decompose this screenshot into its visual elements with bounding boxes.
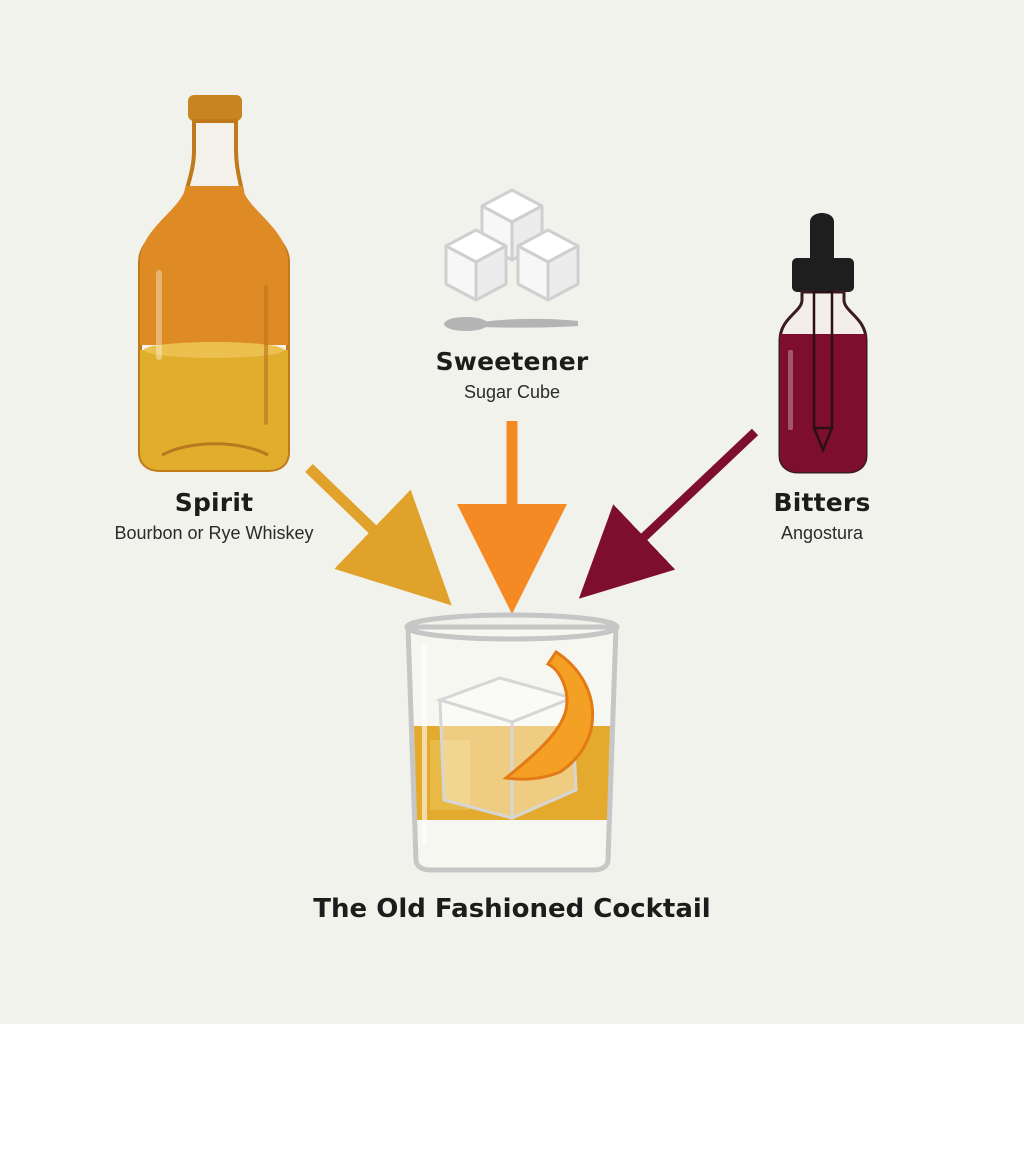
- sweetener-label: Sweetener Sugar Cube: [362, 347, 662, 403]
- spoon-icon: [444, 317, 578, 331]
- spirit-label: Spirit Bourbon or Rye Whiskey: [64, 488, 364, 544]
- cocktail-title: The Old Fashioned Cocktail: [313, 894, 711, 924]
- rocks-glass-icon: [404, 612, 620, 873]
- bitters-title: Bitters: [773, 488, 871, 517]
- diagram-illustration: [138, 95, 868, 873]
- spirit-subtitle: Bourbon or Rye Whiskey: [114, 523, 314, 543]
- sweetener-subtitle: Sugar Cube: [463, 382, 561, 402]
- arrow-spirit-to-glass: [305, 464, 452, 606]
- whiskey-bottle-icon: [138, 95, 290, 472]
- spirit-title: Spirit: [174, 488, 254, 517]
- diagram-canvas: Spirit Bourbon or Rye Whiskey Sweetener …: [0, 0, 1024, 1024]
- sweetener-title: Sweetener: [435, 347, 589, 376]
- arrow-bitters-to-glass: [578, 428, 759, 599]
- sugar-cubes-icon: [444, 188, 580, 302]
- bitters-dropper-bottle-icon: [778, 213, 868, 474]
- orange-peel-icon: [502, 649, 594, 781]
- bitters-label: Bitters Angostura: [672, 488, 972, 544]
- bitters-subtitle: Angostura: [780, 523, 864, 543]
